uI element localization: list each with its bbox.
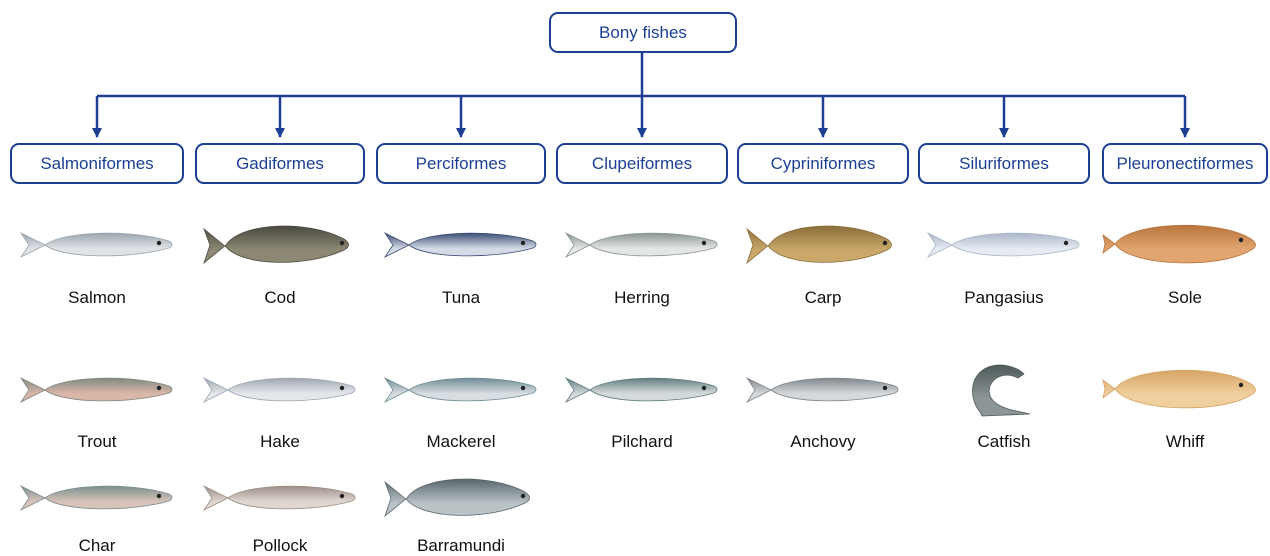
- species-label-hake: Hake: [200, 432, 360, 452]
- species-label-whiff: Whiff: [1105, 432, 1265, 452]
- order-box-siluriformes: Siluriformes: [918, 143, 1090, 184]
- species-label-catfish: Catfish: [924, 432, 1084, 452]
- fish-image-herring: [558, 215, 726, 273]
- species-label-pilchard: Pilchard: [562, 432, 722, 452]
- species-label-pangasius: Pangasius: [924, 288, 1084, 308]
- species-label-carp: Carp: [743, 288, 903, 308]
- fish-image-cod: [196, 215, 364, 273]
- species-label-barramundi: Barramundi: [381, 536, 541, 556]
- fish-image-whiff: [1101, 360, 1269, 418]
- order-label: Siluriformes: [959, 154, 1049, 174]
- fish-image-pollock: [196, 468, 364, 526]
- species-label-mackerel: Mackerel: [381, 432, 541, 452]
- root-label: Bony fishes: [599, 23, 687, 43]
- fish-image-catfish: [920, 360, 1088, 418]
- fish-image-barramundi: [377, 468, 545, 526]
- fish-image-anchovy: [739, 360, 907, 418]
- fish-image-carp: [739, 215, 907, 273]
- order-box-pleuronectiformes: Pleuronectiformes: [1102, 143, 1268, 184]
- species-label-cod: Cod: [200, 288, 360, 308]
- order-label: Clupeiformes: [592, 154, 692, 174]
- order-label: Cypriniformes: [771, 154, 876, 174]
- fish-image-pangasius: [920, 215, 1088, 273]
- order-label: Salmoniformes: [40, 154, 153, 174]
- order-label: Perciformes: [416, 154, 507, 174]
- species-label-tuna: Tuna: [381, 288, 541, 308]
- fish-image-char: [13, 468, 181, 526]
- species-label-salmon: Salmon: [17, 288, 177, 308]
- fish-image-tuna: [377, 215, 545, 273]
- root-box-bony-fishes: Bony fishes: [549, 12, 737, 53]
- species-label-sole: Sole: [1105, 288, 1265, 308]
- species-label-pollock: Pollock: [200, 536, 360, 556]
- species-label-anchovy: Anchovy: [743, 432, 903, 452]
- fish-image-mackerel: [377, 360, 545, 418]
- order-label: Pleuronectiformes: [1116, 154, 1253, 174]
- species-label-char: Char: [17, 536, 177, 556]
- species-label-trout: Trout: [17, 432, 177, 452]
- order-box-gadiformes: Gadiformes: [195, 143, 365, 184]
- fish-image-trout: [13, 360, 181, 418]
- order-box-salmoniformes: Salmoniformes: [10, 143, 184, 184]
- fish-image-sole: [1101, 215, 1269, 273]
- order-box-cypriniformes: Cypriniformes: [737, 143, 909, 184]
- order-label: Gadiformes: [236, 154, 324, 174]
- fish-image-salmon: [13, 215, 181, 273]
- order-box-clupeiformes: Clupeiformes: [556, 143, 728, 184]
- species-label-herring: Herring: [562, 288, 722, 308]
- fish-image-hake: [196, 360, 364, 418]
- order-box-perciformes: Perciformes: [376, 143, 546, 184]
- fish-image-pilchard: [558, 360, 726, 418]
